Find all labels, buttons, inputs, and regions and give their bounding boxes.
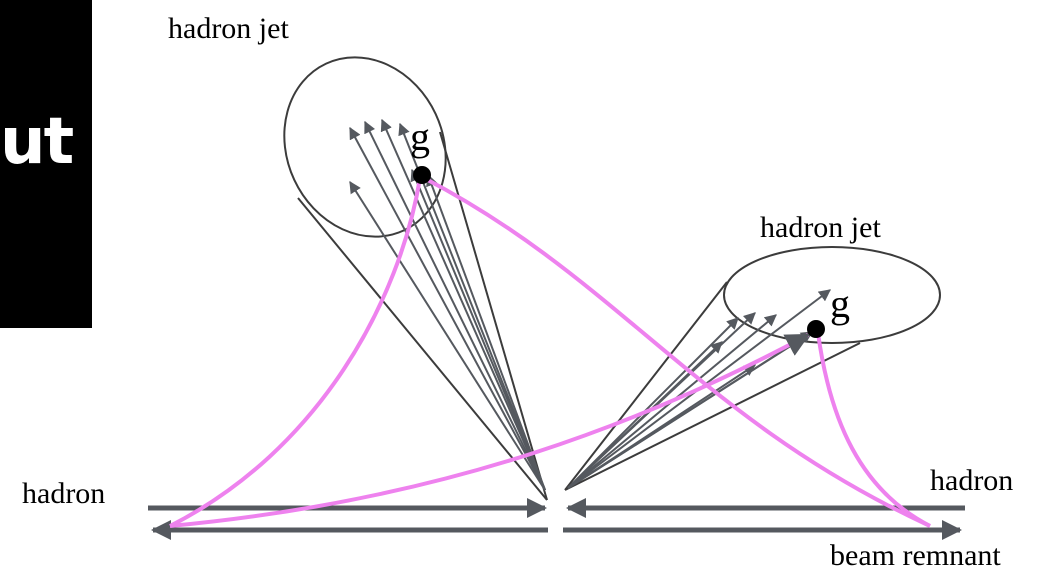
beam-arrows	[148, 508, 965, 530]
label-hadron-jet-left: hadron jet	[168, 12, 289, 45]
label-gluon-right: g	[830, 281, 850, 326]
label-beam-remnant: beam remnant	[830, 539, 1001, 572]
gluon-line-left-to-left-remnant	[170, 178, 420, 526]
label-hadron-left: hadron	[22, 477, 105, 510]
left-jet-arrow	[412, 170, 545, 490]
label-hadron-right: hadron	[930, 464, 1013, 497]
left-cone-edge-2	[440, 132, 547, 500]
gluon-dot-right	[807, 320, 825, 338]
right-jet-arrow	[568, 332, 812, 488]
label-gluon-left: g	[410, 114, 430, 159]
left-jet-arrow	[382, 120, 545, 490]
right-cone-edge-2	[565, 343, 860, 490]
gluon-dot-left	[413, 166, 431, 184]
left-jet-arrow	[365, 122, 545, 490]
left-cone-edge-1	[298, 198, 547, 500]
label-hadron-jet-right: hadron jet	[760, 211, 881, 244]
